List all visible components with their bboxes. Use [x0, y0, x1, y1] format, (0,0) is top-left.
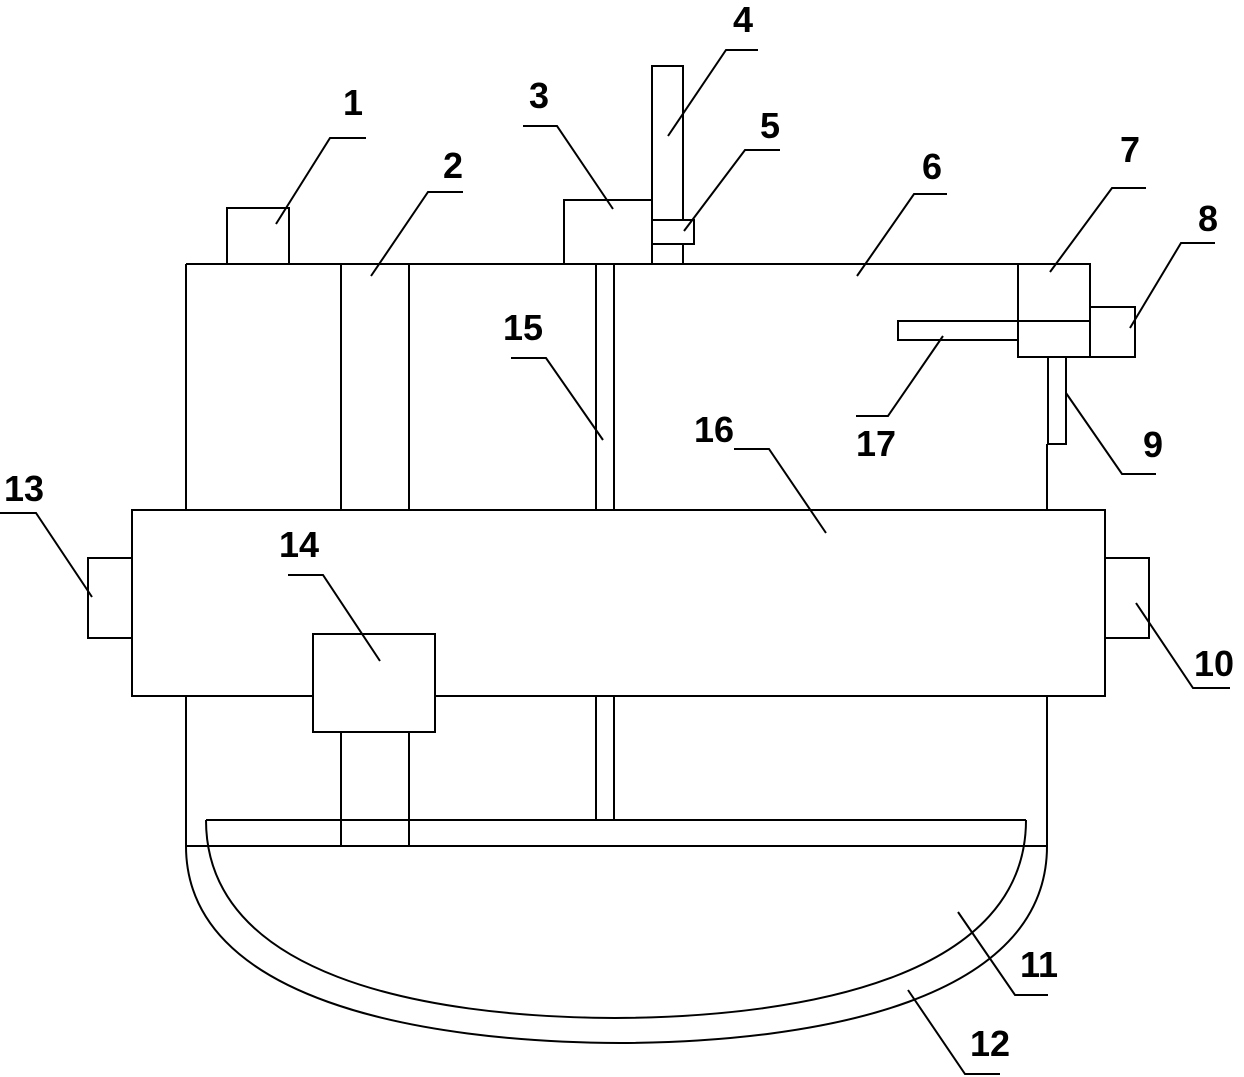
left-port: [87, 557, 133, 639]
leader-6: [856, 193, 947, 277]
jacket-box: [312, 633, 436, 733]
lower-block: [1017, 320, 1091, 358]
right-port: [1104, 557, 1150, 639]
leader-3: [523, 125, 614, 210]
rod-collar: [651, 219, 695, 245]
leader-11: [957, 911, 1048, 996]
label-12: 12: [970, 1023, 1010, 1064]
leader-13: [0, 512, 93, 598]
motor-box: [563, 199, 653, 265]
leader-8: [1129, 242, 1215, 329]
upper-block: [1017, 263, 1091, 322]
label-2: 2: [443, 145, 463, 186]
leader-12: [907, 989, 1000, 1075]
leader-14: [288, 574, 381, 662]
leader-2: [370, 191, 463, 277]
leader-10: [1135, 602, 1230, 689]
top-inlet: [226, 207, 290, 265]
leader-9: [1065, 392, 1156, 475]
label-6: 6: [922, 146, 942, 187]
label-9: 9: [1143, 424, 1163, 465]
jacket-band: [131, 509, 1106, 697]
label-8: 8: [1198, 198, 1218, 239]
leader-15: [511, 357, 604, 441]
label-10: 10: [1194, 643, 1234, 684]
label-7: 7: [1120, 129, 1140, 170]
label-16: 16: [694, 409, 734, 450]
leader-5: [683, 149, 780, 232]
label-1: 1: [343, 82, 363, 123]
label-13: 13: [4, 468, 44, 509]
outer-bottom-head: [185, 845, 1048, 1045]
leader-17: [856, 335, 944, 417]
label-15: 15: [503, 307, 543, 348]
side-block: [1089, 306, 1136, 358]
leader-4: [667, 49, 758, 137]
leader-1: [275, 137, 366, 225]
label-14: 14: [279, 524, 319, 565]
label-5: 5: [760, 105, 780, 146]
vertical-probe: [1047, 356, 1067, 445]
horizontal-probe: [897, 320, 1019, 341]
label-17: 17: [856, 423, 896, 464]
inner-bowl: [205, 819, 1027, 1020]
label-3: 3: [529, 75, 549, 116]
label-11: 11: [1020, 944, 1058, 985]
leader-7: [1049, 187, 1146, 273]
label-4: 4: [733, 0, 753, 40]
leader-16: [734, 448, 827, 534]
